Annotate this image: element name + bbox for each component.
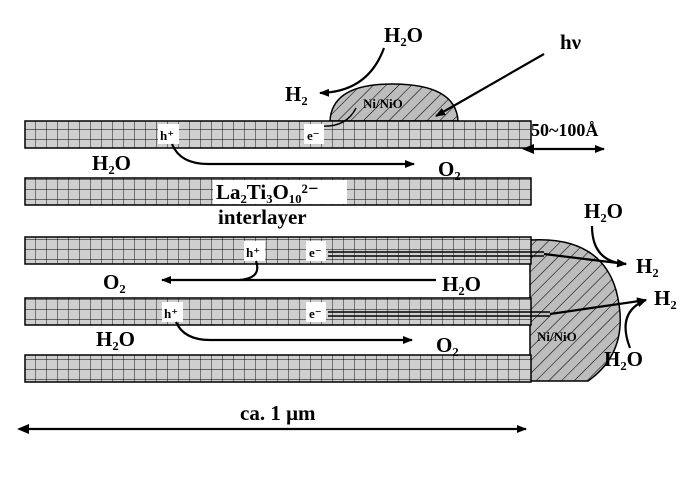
label-electron-1: e⁻	[307, 128, 320, 143]
label-hole-3: h⁺	[164, 306, 178, 321]
perovskite-slab-3	[24, 236, 532, 265]
label-o2-row3: O₂	[436, 333, 459, 357]
label-thickness: 50~100Å	[531, 120, 598, 140]
label-o2-row1: O₂	[438, 157, 461, 181]
label-h2o-row1: H₂O	[92, 151, 131, 175]
label-layer-formula: La₂Ti₃O₁₀²⁻	[216, 180, 319, 204]
perovskite-slab-1	[24, 120, 532, 149]
label-h2o-row3: H₂O	[96, 327, 135, 351]
electron-to-nio-row2	[543, 252, 627, 267]
electron-path-top	[319, 107, 357, 127]
label-nio-top: Ni/NiO	[363, 96, 403, 111]
label-h2-top: H₂	[285, 82, 308, 106]
electron-to-nio-row3	[549, 297, 647, 316]
label-interlayer: interlayer	[218, 205, 307, 229]
light-arrow	[435, 53, 545, 117]
label-hole-2: h⁺	[246, 245, 260, 260]
arrow-hole-row1	[170, 143, 415, 168]
label-width: ca. 1 μm	[240, 401, 316, 425]
label-h2o-top: H₂O	[384, 23, 423, 47]
label-electron-2: e⁻	[309, 245, 322, 260]
arrow-h2o-to-h2-top	[319, 47, 386, 97]
label-h2o-right1: H₂O	[584, 199, 623, 223]
perovskite-slab-5	[24, 354, 532, 383]
label-h2o-right2: H₂O	[604, 347, 643, 371]
label-h2-right2: H₂	[654, 286, 677, 310]
label-h2-right1: H₂	[636, 254, 659, 278]
label-hv: hν	[560, 30, 582, 54]
label-nio-right: Ni/NiO	[537, 329, 577, 344]
arrow-h2o-to-h2-right2	[624, 298, 647, 349]
arrow-hole-row3	[174, 321, 413, 344]
label-o2-row2: O₂	[103, 270, 126, 294]
label-h2o-row2: H₂O	[442, 272, 481, 296]
label-hole-1: h⁺	[160, 128, 174, 143]
label-electron-3: e⁻	[309, 306, 322, 321]
